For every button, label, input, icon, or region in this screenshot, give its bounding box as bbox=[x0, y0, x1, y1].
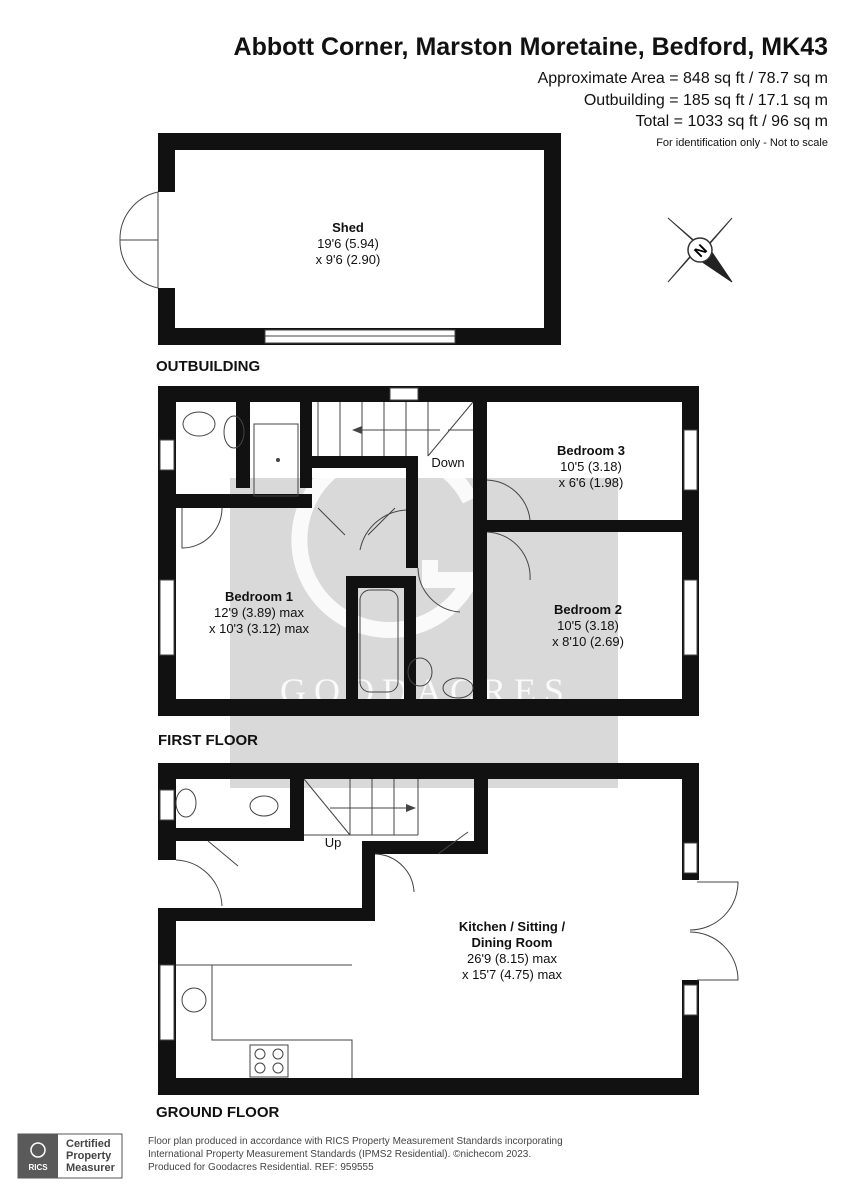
bedroom1-dims-1: 12'9 (3.89) max bbox=[214, 605, 304, 620]
approximate-area: Approximate Area = 848 sq ft / 78.7 sq m bbox=[538, 70, 828, 87]
rics-badge: RICS Certified Property Measurer bbox=[17, 1133, 123, 1179]
total-area: Total = 1033 sq ft / 96 sq m bbox=[635, 113, 828, 130]
page-title: Abbott Corner, Marston Moretaine, Bedfor… bbox=[234, 33, 828, 61]
compass-rose-icon: N bbox=[667, 217, 733, 283]
rics-logo-icon bbox=[30, 1142, 46, 1158]
outbuilding-area: Outbuilding = 185 sq ft / 17.1 sq m bbox=[584, 92, 828, 109]
rics-label-1: Certified bbox=[66, 1138, 111, 1150]
bedroom2-name: Bedroom 2 bbox=[554, 602, 622, 617]
footer-line-1: Floor plan produced in accordance with R… bbox=[148, 1136, 563, 1147]
bedroom2-dims-1: 10'5 (3.18) bbox=[557, 618, 619, 633]
floor-label-ground: GROUND FLOOR bbox=[156, 1104, 279, 1121]
shed-name: Shed bbox=[332, 220, 364, 235]
rics-label-3: Measurer bbox=[66, 1162, 116, 1174]
kitchen-dims-2: x 15'7 (4.75) max bbox=[462, 967, 563, 982]
disclaimer: For identification only - Not to scale bbox=[656, 137, 828, 149]
shed-dims-2: x 9'6 (2.90) bbox=[316, 252, 381, 267]
bedroom3-name: Bedroom 3 bbox=[557, 443, 625, 458]
first-floor-plan: Down bbox=[158, 386, 699, 716]
shed-dims-1: 19'6 (5.94) bbox=[317, 236, 379, 251]
ground-floor-plan: Up bbox=[156, 763, 739, 1095]
stairs-ground-floor bbox=[303, 778, 419, 836]
bedroom1-dims-2: x 10'3 (3.12) max bbox=[209, 621, 310, 636]
rics-label-2: Property bbox=[66, 1150, 112, 1162]
room-bedroom-3: Bedroom 3 10'5 (3.18) x 6'6 (1.98) bbox=[557, 443, 625, 490]
bedroom3-dims-2: x 6'6 (1.98) bbox=[559, 475, 624, 490]
stairs-up-label: Up bbox=[325, 835, 342, 850]
bedroom1-name: Bedroom 1 bbox=[225, 589, 293, 604]
stairs-down-label: Down bbox=[431, 455, 464, 470]
kitchen-dims-1: 26'9 (8.15) max bbox=[467, 951, 557, 966]
floor-label-outbuilding: OUTBUILDING bbox=[156, 358, 260, 375]
stairs-first-floor bbox=[317, 401, 474, 457]
room-bedroom-1: Bedroom 1 12'9 (3.89) max x 10'3 (3.12) … bbox=[209, 589, 310, 636]
floor-label-first: FIRST FLOOR bbox=[158, 732, 258, 749]
kitchen-name-1: Kitchen / Sitting / bbox=[459, 919, 566, 934]
room-shed: Shed 19'6 (5.94) x 9'6 (2.90) bbox=[316, 220, 381, 267]
outbuilding-plan bbox=[119, 133, 561, 345]
kitchen-name-2: Dining Room bbox=[472, 935, 553, 950]
room-kitchen-sitting-dining: Kitchen / Sitting / Dining Room 26'9 (8.… bbox=[459, 919, 566, 982]
footer-line-2: International Property Measurement Stand… bbox=[148, 1149, 531, 1160]
bedroom2-dims-2: x 8'10 (2.69) bbox=[552, 634, 624, 649]
bedroom3-dims-1: 10'5 (3.18) bbox=[560, 459, 622, 474]
rics-logo-text: RICS bbox=[28, 1163, 48, 1172]
room-bedroom-2: Bedroom 2 10'5 (3.18) x 8'10 (2.69) bbox=[552, 602, 624, 649]
footer-line-3: Produced for Goodacres Residential. REF:… bbox=[148, 1162, 374, 1173]
